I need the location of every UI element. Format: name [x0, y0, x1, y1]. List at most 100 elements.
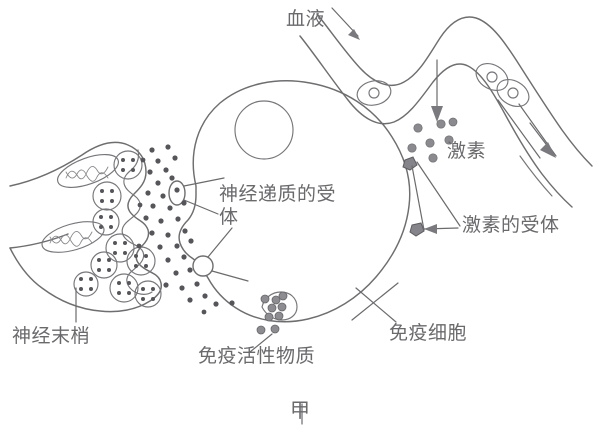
neurotransmitter-particle	[140, 157, 146, 163]
label-immune-active-substance: 免疫活性物质	[198, 345, 316, 367]
neurotransmitter-particle	[172, 155, 178, 161]
label-immune-cell: 免疫细胞	[389, 322, 468, 344]
label-hormone: 激素	[447, 140, 487, 162]
neurotransmitter-particle	[165, 257, 171, 263]
neurotransmitter-particle	[174, 187, 180, 193]
hormone-particle	[407, 143, 417, 153]
vessel-inner-edge	[519, 155, 553, 197]
neurotransmitter-particle	[149, 147, 155, 153]
neurotransmitter-particle	[147, 169, 153, 175]
neurotransmitter-particle	[202, 293, 208, 299]
immune-substance-receptor	[261, 291, 298, 321]
arrow-down-right-icon	[331, 7, 360, 40]
immune-substance-particle	[277, 302, 287, 312]
target-cell-group	[178, 80, 411, 323]
label-nerve-ending: 神经末梢	[12, 325, 91, 347]
synaptic-vesicle	[126, 246, 156, 276]
neurotransmitter-particle	[155, 180, 161, 186]
neurotransmitter-particle	[188, 238, 194, 244]
neurotransmitter-particle	[169, 175, 175, 181]
hormone-particles-group	[407, 117, 458, 163]
blood-cell	[475, 62, 509, 92]
neurotransmitter-particle	[155, 158, 161, 164]
cell-nucleus	[234, 100, 294, 160]
neurotransmitter-particle	[165, 144, 171, 150]
synaptic-vesicle	[92, 181, 122, 211]
neurotransmitter-particle	[149, 230, 155, 236]
neurotransmitter-particle	[160, 193, 166, 199]
neurotransmitter-particle	[213, 301, 219, 307]
arrow-down-icon	[431, 59, 443, 122]
presynaptic-membrane	[121, 149, 153, 295]
immune-cell-leader	[351, 282, 399, 323]
immune-substance-leader	[249, 333, 273, 353]
neurotransmitter-receptor	[168, 177, 225, 215]
immune-substance-group	[249, 291, 298, 353]
neurotransmitter-particle	[137, 202, 143, 208]
immune-substance-particle	[256, 325, 266, 335]
immune-substance-particle	[267, 303, 277, 313]
hormone-receptor	[402, 156, 418, 171]
mitochondrion	[57, 154, 119, 188]
synaptic-vesicle	[134, 280, 162, 308]
neurotransmitter-particle	[143, 215, 149, 221]
blood-cell	[496, 78, 530, 108]
neurotransmitter-particle	[165, 232, 171, 238]
neurotransmitter-particle	[145, 190, 151, 196]
immune-substance-particle	[270, 324, 280, 334]
synaptic-vesicle	[105, 233, 135, 263]
figure-title-label: 甲	[290, 398, 311, 422]
hormone-particle	[413, 123, 423, 133]
hormone-particle	[428, 153, 438, 163]
neurotransmitter-particle	[136, 243, 142, 249]
neurotransmitter-receptor	[192, 227, 249, 282]
hormone-receptor	[409, 222, 425, 237]
neurotransmitter-particle	[181, 200, 187, 206]
synaptic-vesicle	[109, 273, 139, 303]
arrow-down-right-icon	[497, 99, 557, 159]
neurotransmitter-particle	[187, 267, 193, 273]
vessel-wall-upper	[316, 13, 593, 167]
neurotransmitter-particle	[182, 228, 188, 234]
neurotransmitter-particle	[179, 285, 185, 291]
neurotransmitter-particle	[201, 309, 207, 315]
neurotransmitter-particle	[229, 300, 235, 306]
neurotransmitter-particles-group	[136, 144, 235, 315]
synaptic-vesicle	[113, 150, 143, 180]
neurotransmitter-particle	[163, 167, 169, 173]
neurotransmitter-particle	[194, 281, 200, 287]
label-blood: 血液	[286, 8, 326, 30]
neurotransmitter-particle	[157, 244, 163, 250]
neurotransmitter-particle	[174, 243, 180, 249]
immune-substance-particle	[278, 291, 288, 301]
blood-vessel-group	[299, 7, 593, 208]
nerve-terminal-membrane	[9, 141, 162, 313]
immune-substance-particle	[271, 295, 281, 305]
target-cell-membrane	[178, 80, 411, 323]
neurotransmitter-particle	[181, 254, 187, 260]
label-neurotransmitter-receptor: 神经递质的受体	[219, 183, 337, 228]
neurotransmitter-particle	[175, 216, 181, 222]
neurotransmitter-particle	[158, 218, 164, 224]
synaptic-vesicle	[92, 208, 120, 236]
vessel-wall-lower	[299, 35, 573, 208]
immune-substance-particle	[264, 312, 274, 322]
immune-substance-particle	[260, 294, 270, 304]
blood-cell	[356, 80, 392, 106]
neurotransmitter-particle	[173, 270, 179, 276]
neurotransmitter-particle	[150, 203, 156, 209]
neurotransmitter-particle	[187, 297, 193, 303]
neurotransmitter-particle	[163, 282, 169, 288]
immune-substance-particle	[274, 311, 284, 321]
hormone-particle	[444, 135, 454, 145]
nerve-terminal-group	[9, 141, 162, 313]
hormone-particle	[436, 119, 446, 129]
hormone-particle	[425, 138, 435, 148]
label-hormone-receptor: 激素的受体	[462, 214, 560, 236]
hormone-receptor-leader	[411, 161, 461, 234]
neurotransmitter-particle	[167, 205, 173, 211]
hormone-particle	[448, 117, 458, 127]
synaptic-vesicle	[73, 271, 99, 297]
